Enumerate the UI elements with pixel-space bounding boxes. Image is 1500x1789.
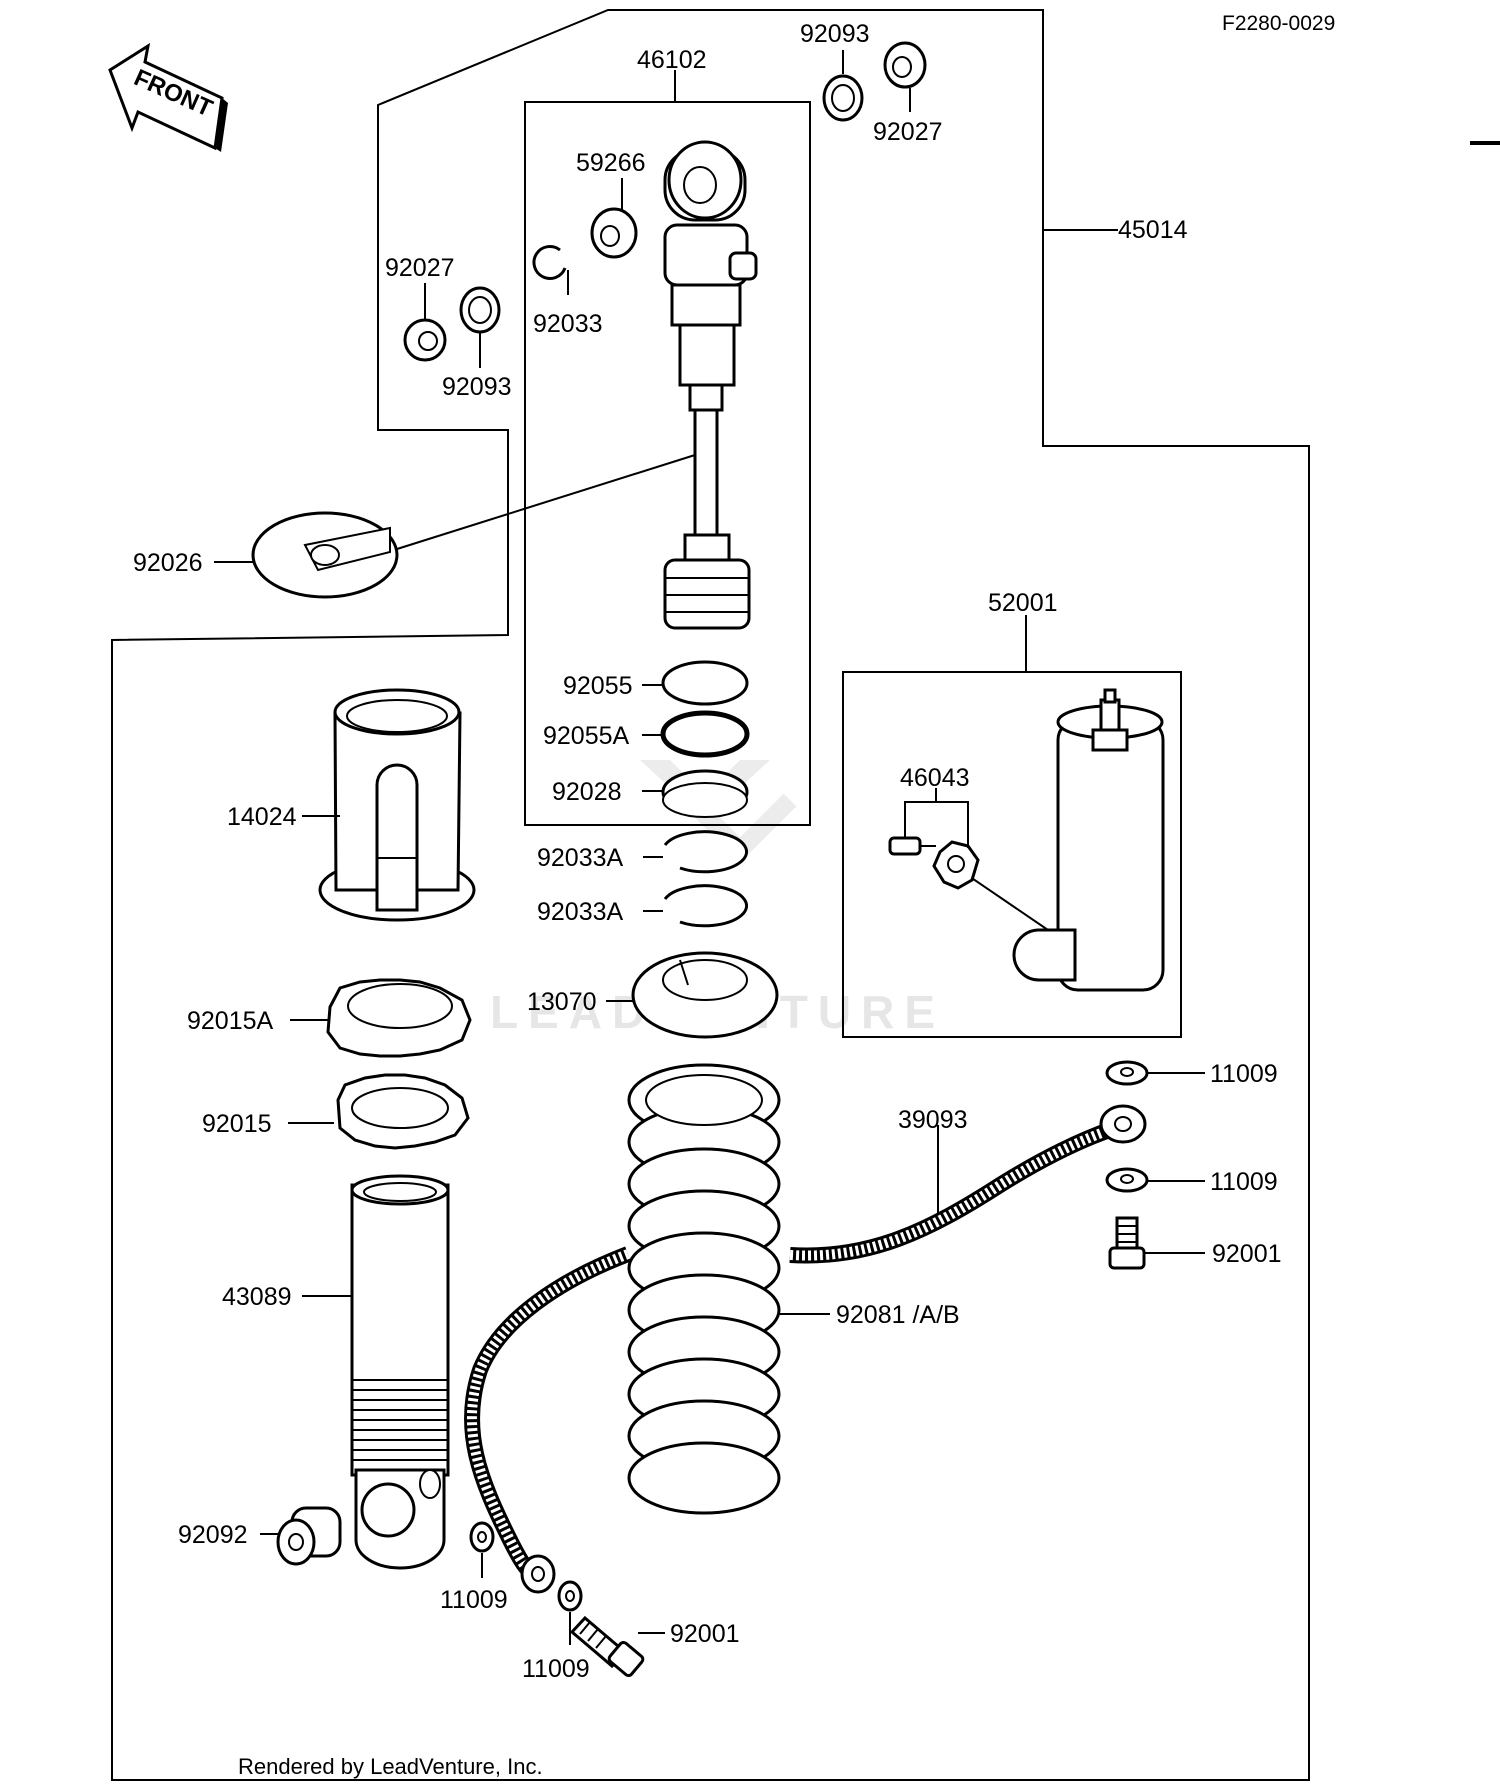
washer-11009-b2 — [557, 1580, 583, 1612]
label-46043: 46043 — [900, 764, 970, 792]
bolt-92001-b — [569, 1615, 645, 1678]
o-ring-92055A — [660, 710, 750, 758]
bushing-59266 — [590, 207, 638, 259]
label-11009-b2: 11009 — [522, 1655, 590, 1683]
knob-46043 — [888, 836, 980, 890]
label-92033A-2: 92033A — [537, 898, 624, 926]
leader-92026-rod — [396, 454, 696, 550]
hose-39093 — [463, 1104, 1147, 1594]
label-92015: 92015 — [202, 1110, 272, 1138]
bushing-92027-left — [403, 318, 447, 362]
circlip-92033A-1 — [663, 830, 749, 874]
cylinder-43089 — [350, 1174, 450, 1570]
label-92093-top: 92093 — [800, 20, 870, 48]
label-92027-top: 92027 — [873, 118, 943, 146]
washer-11009-b1 — [469, 1521, 495, 1553]
seal-92093-top — [822, 74, 864, 122]
front-arrow-icon: FRONT — [108, 42, 228, 152]
label-92026: 92026 — [133, 549, 203, 577]
spring-guide-14024 — [318, 688, 476, 922]
label-92093-left: 92093 — [442, 373, 512, 401]
label-92028: 92028 — [552, 778, 622, 806]
label-92027-left: 92027 — [385, 254, 455, 282]
figure-id: F2280-0029 — [1222, 12, 1335, 35]
label-92033: 92033 — [533, 310, 603, 338]
label-43089: 43089 — [222, 1283, 292, 1311]
label-11009-b1: 11009 — [440, 1586, 508, 1614]
circlip-92033A-2 — [663, 884, 749, 928]
bolt-92001-r — [1108, 1216, 1146, 1270]
label-92001-b: 92001 — [670, 1620, 740, 1648]
reservoir-52001 — [959, 688, 1165, 992]
o-ring-92055 — [661, 660, 749, 706]
label-92081: 92081 /A/B — [836, 1301, 960, 1329]
spring-seat-13070 — [631, 951, 779, 1039]
label-92055A: 92055A — [543, 722, 630, 750]
box-52001 — [842, 671, 1182, 1038]
assembly-45014-outline — [111, 9, 1310, 1781]
label-92001-r: 92001 — [1212, 1240, 1282, 1268]
locknut-92015 — [336, 1073, 470, 1150]
label-92033A-1: 92033A — [537, 844, 624, 872]
label-52001: 52001 — [988, 589, 1058, 617]
plate-92026 — [251, 511, 399, 599]
damper-rod-46102 — [663, 140, 758, 630]
label-92055: 92055 — [563, 672, 633, 700]
spring-92081 — [627, 1063, 781, 1515]
washer-11009-r1 — [1105, 1060, 1149, 1086]
ring-92028 — [661, 769, 749, 818]
label-92015A: 92015A — [187, 1007, 274, 1035]
label-92092: 92092 — [178, 1521, 248, 1549]
label-14024: 14024 — [227, 803, 297, 831]
label-59266: 59266 — [576, 149, 646, 177]
label-11009-r2: 11009 — [1210, 1168, 1278, 1196]
box-46102 — [524, 101, 811, 826]
locknut-92015A — [326, 978, 472, 1058]
label-11009-r1: 11009 — [1210, 1060, 1278, 1088]
label-45014: 45014 — [1118, 216, 1188, 244]
bushing-92027-top — [883, 41, 927, 89]
seal-92093-left — [459, 286, 501, 334]
washer-11009-r2 — [1105, 1167, 1149, 1193]
bushing-92092 — [276, 1506, 342, 1566]
label-13070: 13070 — [527, 988, 597, 1016]
render-credit: Rendered by LeadVenture, Inc. — [238, 1754, 543, 1779]
clip-92033 — [532, 245, 567, 280]
label-46102: 46102 — [637, 46, 707, 74]
label-39093: 39093 — [898, 1106, 968, 1134]
